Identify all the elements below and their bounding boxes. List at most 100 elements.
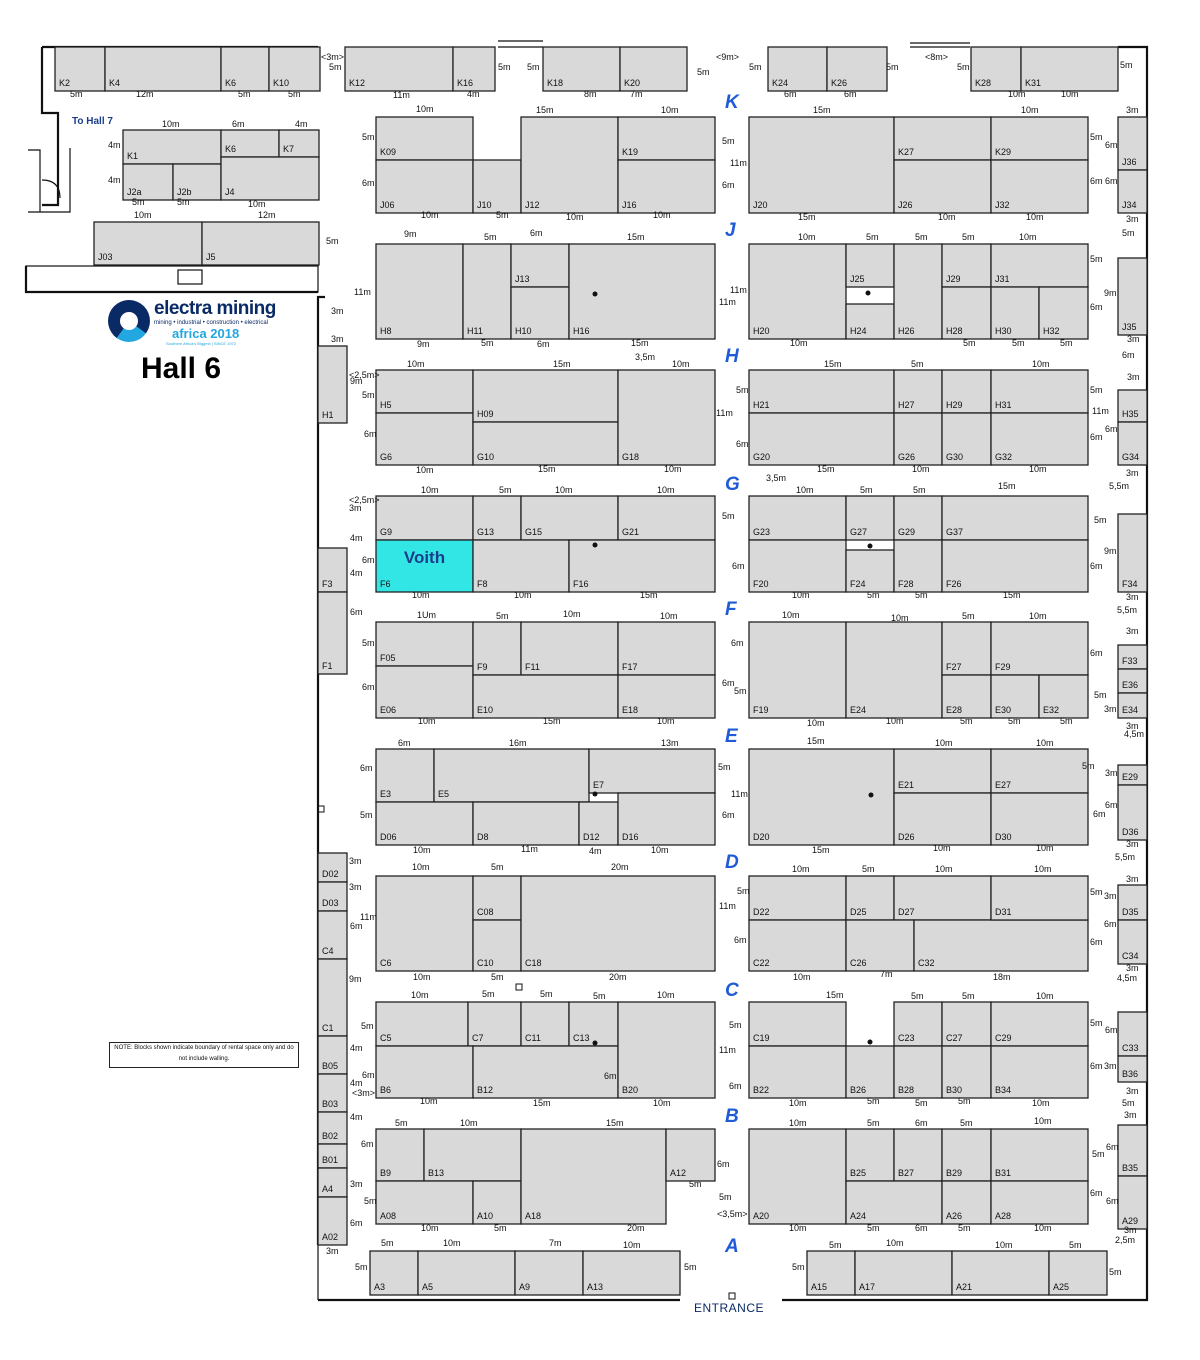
booth-c1[interactable]: C1 <box>317 958 348 1037</box>
booth-d30[interactable]: D30 <box>990 792 1089 846</box>
booth-b36[interactable]: B36 <box>1117 1055 1148 1083</box>
booth-f9[interactable]: F9 <box>472 621 522 676</box>
booth-d35[interactable]: D35 <box>1117 884 1148 921</box>
booth-j06[interactable]: J06 <box>375 159 474 214</box>
booth-j32[interactable]: J32 <box>990 159 1089 214</box>
booth-d26[interactable]: D26 <box>893 792 992 846</box>
booth-h35[interactable]: H35 <box>1117 389 1148 423</box>
booth-j2a[interactable]: J2a <box>122 163 174 201</box>
booth-k2[interactable]: K2 <box>54 46 106 92</box>
booth-g13[interactable]: G13 <box>472 495 522 541</box>
booth-h31[interactable]: H31 <box>990 369 1089 414</box>
booth-b29[interactable]: B29 <box>941 1128 992 1182</box>
booth-h30[interactable]: H30 <box>990 286 1040 340</box>
booth-a25[interactable]: A25 <box>1048 1250 1108 1296</box>
booth-a10[interactable]: A10 <box>472 1180 522 1225</box>
booth-e06[interactable]: E06 <box>375 665 474 719</box>
booth-e29[interactable]: E29 <box>1117 764 1148 786</box>
booth-h32[interactable]: H32 <box>1038 286 1089 340</box>
booth-c4[interactable]: C4 <box>317 910 348 960</box>
booth-h21[interactable]: H21 <box>748 369 895 414</box>
booth-g9[interactable]: G9 <box>375 495 474 541</box>
booth-c5[interactable]: C5 <box>375 1001 469 1047</box>
booth-a24[interactable]: A24 <box>845 1180 943 1225</box>
booth-j20[interactable]: J20 <box>748 116 895 214</box>
booth-a15[interactable]: A15 <box>806 1250 856 1296</box>
booth-e7[interactable]: E7 <box>588 748 716 794</box>
booth-f05[interactable]: F05 <box>375 621 474 667</box>
booth-k16[interactable]: K16 <box>452 46 496 92</box>
booth-d03[interactable]: D03 <box>317 881 348 912</box>
booth-k09[interactable]: K09 <box>375 116 474 161</box>
booth-h20[interactable]: H20 <box>748 243 847 340</box>
booth-f11[interactable]: F11 <box>520 621 619 676</box>
booth-c13[interactable]: C13 <box>568 1001 619 1047</box>
booth-c23[interactable]: C23 <box>893 1001 943 1047</box>
booth-c32[interactable]: C32 <box>913 919 1089 972</box>
booth-e24[interactable]: E24 <box>845 621 943 719</box>
booth-j16[interactable]: J16 <box>617 159 716 214</box>
booth-g27[interactable]: G27 <box>845 495 895 541</box>
booth-b28[interactable]: B28 <box>893 1045 943 1099</box>
booth-k7[interactable]: K7 <box>278 129 320 158</box>
booth-f20[interactable]: F20 <box>748 539 847 593</box>
booth-c7[interactable]: C7 <box>467 1001 522 1047</box>
booth-b22[interactable]: B22 <box>748 1045 847 1099</box>
booth-h24[interactable]: H24 <box>845 303 895 340</box>
booth-k1[interactable]: K1 <box>122 129 222 165</box>
booth-f19[interactable]: F19 <box>748 621 847 719</box>
booth-f34[interactable]: F34 <box>1117 513 1148 593</box>
booth-a21[interactable]: A21 <box>951 1250 1050 1296</box>
booth-d06[interactable]: D06 <box>375 801 474 846</box>
booth-k6[interactable]: K6 <box>220 46 270 92</box>
booth-e28[interactable]: E28 <box>941 674 992 719</box>
booth-d36[interactable]: D36 <box>1117 784 1148 841</box>
booth-h16[interactable]: H16 <box>568 243 716 340</box>
booth-e10[interactable]: E10 <box>472 674 619 719</box>
booth-f6[interactable]: F6 <box>375 539 474 593</box>
booth-a18[interactable]: A18 <box>520 1128 667 1225</box>
booth-a17[interactable]: A17 <box>854 1250 953 1296</box>
booth-b26[interactable]: B26 <box>845 1045 895 1099</box>
booth-d12[interactable]: D12 <box>578 801 619 846</box>
booth-h1[interactable]: H1 <box>317 345 348 424</box>
booth-g29[interactable]: G29 <box>893 495 943 541</box>
booth-e5[interactable]: E5 <box>433 748 590 803</box>
booth-b35[interactable]: B35 <box>1117 1124 1148 1177</box>
booth-a29[interactable]: A29 <box>1117 1175 1148 1230</box>
booth-d31[interactable]: D31 <box>990 875 1089 921</box>
booth-g6[interactable]: G6 <box>375 412 474 466</box>
booth-d27[interactable]: D27 <box>893 875 992 921</box>
booth-k20[interactable]: K20 <box>619 46 688 92</box>
booth-c10[interactable]: C10 <box>472 919 522 972</box>
booth-g20[interactable]: G20 <box>748 412 895 466</box>
booth-j34[interactable]: J34 <box>1117 169 1148 214</box>
booth-h10[interactable]: H10 <box>510 286 570 340</box>
booth-f27[interactable]: F27 <box>941 621 992 676</box>
booth-b20[interactable]: B20 <box>617 1001 716 1099</box>
booth-g23[interactable]: G23 <box>748 495 847 541</box>
booth-j36[interactable]: J36 <box>1117 116 1148 171</box>
booth-h29[interactable]: H29 <box>941 369 992 414</box>
booth-b31[interactable]: B31 <box>990 1128 1089 1182</box>
booth-a9[interactable]: A9 <box>514 1250 584 1296</box>
booth-e30[interactable]: E30 <box>990 674 1040 719</box>
booth-h8[interactable]: H8 <box>375 243 464 340</box>
booth-b30[interactable]: B30 <box>941 1045 992 1099</box>
booth-c27[interactable]: C27 <box>941 1001 992 1047</box>
booth-a26[interactable]: A26 <box>941 1180 992 1225</box>
booth-h09[interactable]: H09 <box>472 369 619 423</box>
booth-c19[interactable]: C19 <box>748 1001 847 1047</box>
booth-b6[interactable]: B6 <box>375 1045 474 1099</box>
booth-f33[interactable]: F33 <box>1117 644 1148 670</box>
booth-e34[interactable]: E34 <box>1117 692 1148 719</box>
booth-b13[interactable]: B13 <box>423 1128 522 1182</box>
booth-g30[interactable]: G30 <box>941 412 992 466</box>
booth-a02[interactable]: A02 <box>317 1196 348 1246</box>
booth-g26[interactable]: G26 <box>893 412 943 466</box>
booth-e21[interactable]: E21 <box>893 748 992 794</box>
booth-f26[interactable]: F26 <box>941 539 1089 593</box>
booth-k31[interactable]: K31 <box>1020 46 1119 92</box>
booth-j25[interactable]: J25 <box>845 243 895 288</box>
booth-k10[interactable]: K10 <box>268 46 321 92</box>
